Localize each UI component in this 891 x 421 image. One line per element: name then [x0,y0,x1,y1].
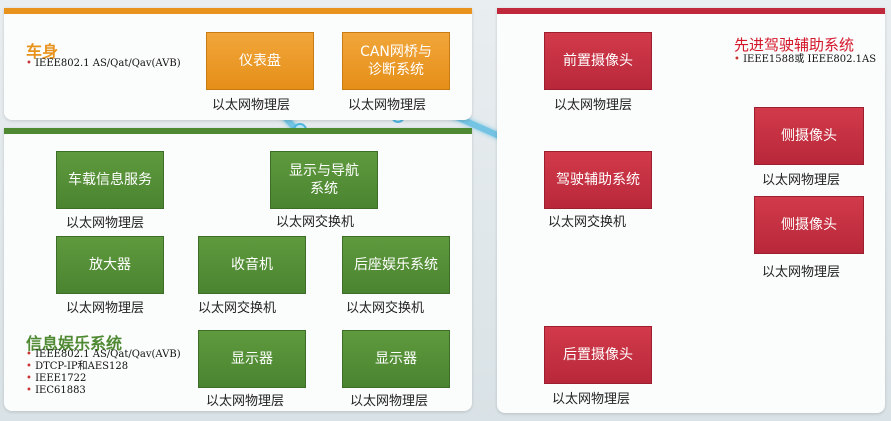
adas-standard-item: IEEE1588或 IEEE802.1AS [734,54,876,66]
body-panel-band [4,8,472,14]
rear-entertainment-layer: 以太网交换机 [346,301,425,316]
display-2-layer: 以太网物理层 [350,394,429,409]
body-standard-item: IEEE802.1 AS/Qat/Qav(AVB) [26,58,181,70]
telematics-label: 车载信息服务 [68,172,152,188]
amplifier-layer: 以太网物理层 [66,301,145,316]
rear-entertainment-label: 后座娱乐系统 [354,257,438,273]
rear-camera-box[interactable]: 后置摄像头 [544,326,652,384]
adas-layer: 以太网交换机 [548,215,627,230]
infotainment-standards-list: IEEE802.1 AS/Qat/Qav(AVB) DTCP-IP和AES128… [26,349,181,397]
side-camera-1-label: 侧摄像头 [781,128,837,144]
infotainment-standard-item: IEC61883 [26,385,181,397]
rear-camera-layer: 以太网物理层 [552,392,631,407]
body-standards-list: IEEE802.1 AS/Qat/Qav(AVB) [26,58,181,70]
display-2-box[interactable]: 显示器 [342,330,450,388]
instrument-cluster-box[interactable]: 仪表盘 [206,32,314,90]
display-navigation-label-line1: 显示与导航 [289,163,359,179]
side-camera-2-layer: 以太网物理层 [762,265,841,280]
front-camera-layer: 以太网物理层 [554,98,633,113]
adas-standards-list: IEEE1588或 IEEE802.1AS [734,54,876,66]
adas-label: 驾驶辅助系统 [556,172,640,188]
telematics-box[interactable]: 车载信息服务 [56,151,164,209]
radio-layer: 以太网交换机 [198,301,277,316]
amplifier-label: 放大器 [89,257,131,273]
instrument-cluster-label: 仪表盘 [239,53,281,69]
display-navigation-box[interactable]: 显示与导航 系统 [270,151,378,209]
display-1-layer: 以太网物理层 [206,394,285,409]
adas-panel-title: 先进驾驶辅助系统 [734,36,855,54]
display-navigation-label-line2: 系统 [310,181,338,197]
telematics-layer: 以太网物理层 [66,216,145,231]
can-gateway-layer: 以太网物理层 [348,98,427,113]
rear-camera-label: 后置摄像头 [563,347,633,363]
infotainment-standard-item: IEEE1722 [26,373,181,385]
adas-panel-band [497,8,885,14]
adas-box[interactable]: 驾驶辅助系统 [544,151,652,209]
display-2-label: 显示器 [375,351,417,367]
radio-label: 收音机 [231,257,273,273]
can-gateway-box[interactable]: CAN网桥与 诊断系统 [342,32,450,90]
infotainment-standard-item: DTCP-IP和AES128 [26,361,181,373]
side-camera-1-box[interactable]: 侧摄像头 [754,107,864,165]
amplifier-box[interactable]: 放大器 [56,236,164,294]
display-1-label: 显示器 [231,351,273,367]
body-panel-title: 车身 [26,42,59,61]
side-camera-1-layer: 以太网物理层 [762,173,841,188]
side-camera-2-box[interactable]: 侧摄像头 [754,196,864,254]
display-1-box[interactable]: 显示器 [198,330,306,388]
rear-entertainment-box[interactable]: 后座娱乐系统 [342,236,450,294]
side-camera-2-label: 侧摄像头 [781,217,837,233]
can-gateway-label-line2: 诊断系统 [368,62,424,78]
infotainment-panel-band [4,128,472,134]
front-camera-label: 前置摄像头 [563,53,633,69]
radio-box[interactable]: 收音机 [198,236,306,294]
infotainment-standard-item: IEEE802.1 AS/Qat/Qav(AVB) [26,349,181,361]
can-gateway-label-line1: CAN网桥与 [360,44,432,60]
display-navigation-layer: 以太网交换机 [276,215,355,230]
instrument-cluster-layer: 以太网物理层 [212,98,291,113]
front-camera-box[interactable]: 前置摄像头 [544,32,652,90]
